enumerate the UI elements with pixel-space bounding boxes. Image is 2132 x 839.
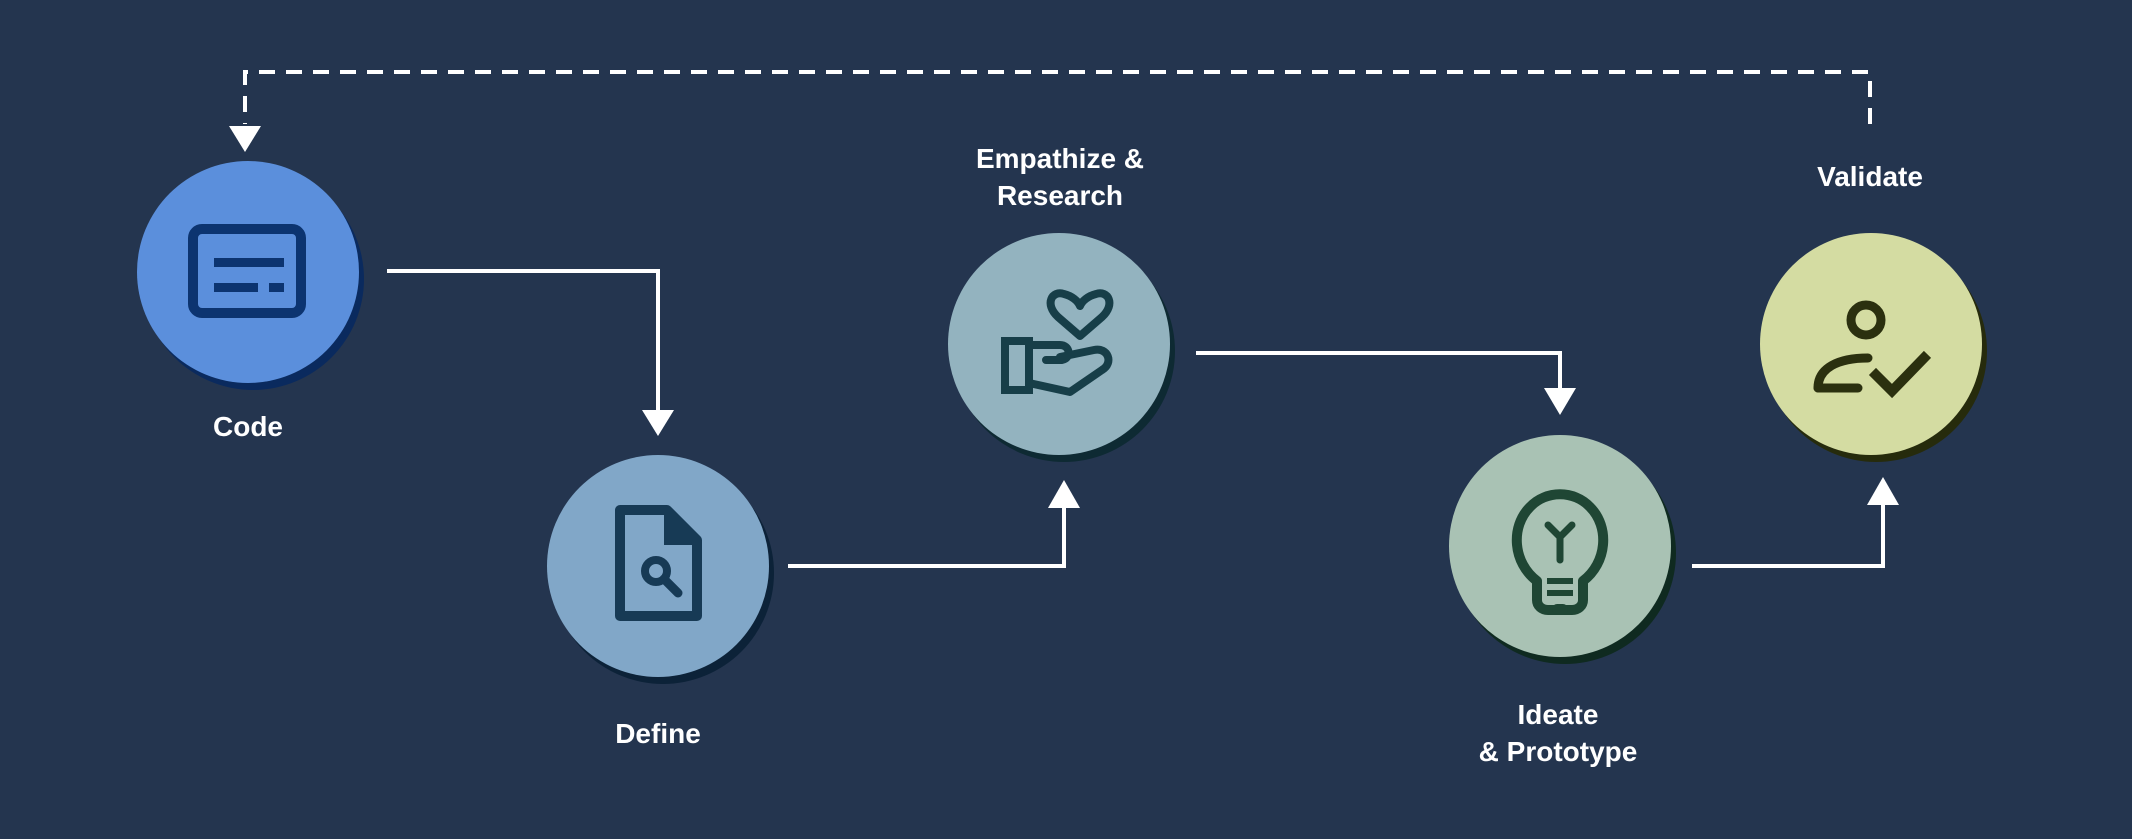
step-define-label: Define (615, 715, 701, 752)
connector-ideate-to-validate (1692, 504, 1885, 568)
connector-define-to-empathize (788, 506, 1066, 568)
step-validate (1760, 233, 1987, 462)
connectors (229, 70, 1899, 568)
arrowhead-ideate (1544, 388, 1576, 415)
connector-empathize-to-ideate (1196, 351, 1562, 390)
step-define-circle (547, 455, 769, 677)
arrowhead-empathize (1048, 480, 1080, 508)
document-search-icon (615, 505, 702, 621)
arrowhead-code (229, 126, 261, 152)
step-code-circle (137, 161, 359, 383)
step-define-label-line: Define (615, 718, 701, 749)
step-ideate-label-line: & Prototype (1478, 736, 1638, 767)
connector-code-to-define (387, 269, 660, 410)
step-define (547, 455, 774, 684)
step-empathize (948, 233, 1175, 462)
hand-heart-icon (1001, 289, 1114, 396)
step-validate-label-line: Validate (1817, 161, 1923, 192)
step-ideate (1449, 435, 1676, 664)
step-code-label: Code (213, 408, 283, 445)
step-empathize-label-line: Research (996, 180, 1124, 211)
step-validate-circle (1760, 233, 1982, 455)
step-empathize-label-line: Empathize & (975, 143, 1145, 174)
step-code (137, 161, 364, 390)
step-ideate-label: Ideate & Prototype (1479, 696, 1638, 770)
connector-validate-to-code-feedback (243, 70, 1872, 124)
step-code-label-line: Code (213, 411, 283, 442)
arrowhead-validate (1867, 477, 1899, 505)
step-empathize-label: Empathize & Research (976, 140, 1144, 214)
step-validate-label: Validate (1817, 158, 1923, 195)
step-ideate-label-line: Ideate (1517, 699, 1599, 730)
code-window-icon (188, 224, 306, 318)
user-check-icon (1813, 300, 1932, 399)
arrowhead-define (642, 410, 674, 436)
lightbulb-icon (1511, 489, 1609, 615)
